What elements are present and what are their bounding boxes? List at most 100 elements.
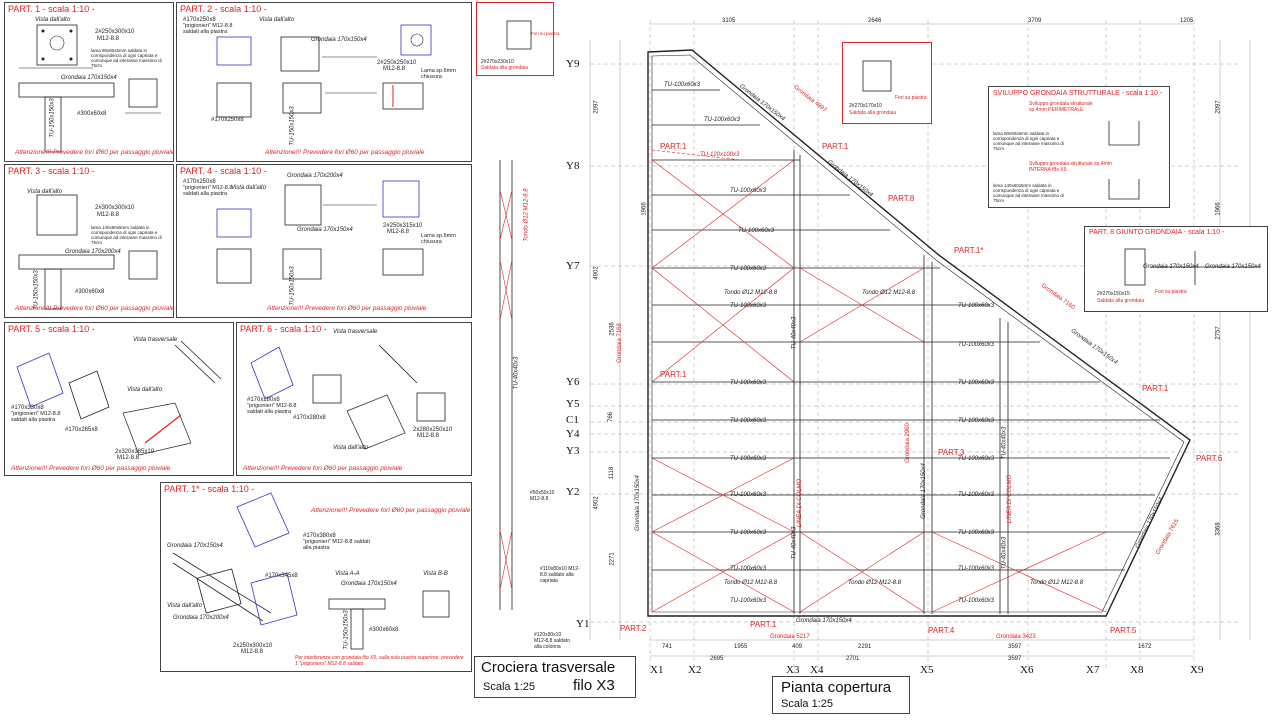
gutter-label: Grondaia 170x150x4	[920, 463, 927, 519]
grid-x9: X9	[1190, 664, 1204, 676]
warning-note: Attenzione!!! Prevedere fori Ø60 per pas…	[243, 465, 403, 472]
plate3-label: #170x250x8	[211, 117, 244, 123]
rod-label: Tondo Ø12 M12-8.8	[848, 580, 902, 586]
purlin-label: TU-100x60x3	[958, 342, 995, 348]
truss-label: TU-40x40x3	[1001, 536, 1008, 570]
top-detail-box: 2#270x230x10 Saldata alla grondaia Fori …	[476, 2, 560, 76]
plate2-label: #170x345x8	[265, 573, 298, 579]
warning-note: Attenzione!!! Prevedere fori Ø60 per pas…	[11, 465, 171, 472]
grid-y8: Y8	[566, 160, 580, 172]
grid-x2: X2	[688, 664, 702, 676]
plan-part-label: PART.1	[822, 142, 849, 151]
bottom-dim-6: 1672	[1138, 644, 1152, 650]
grid-c1: C1	[566, 414, 579, 426]
view-label: Vista dall'alto	[231, 185, 267, 191]
chiusura-label: Lama sp.6mm chiusura	[421, 68, 456, 80]
left-dim-5: 766	[608, 411, 615, 423]
sviluppo-note2: lama 140x60x5mm saldata in corrispondenz…	[993, 183, 1064, 203]
view-label: Vista trasversale	[333, 329, 378, 335]
plan-part-label: PART.4	[928, 626, 955, 635]
sviluppo-note1: lama 90x60x5mm saldata in corrispondenza…	[993, 131, 1064, 151]
part-8-holes: Fori su piastra	[1155, 289, 1187, 295]
gutter-label: Grondaia 170x200x4	[287, 173, 343, 179]
top-dim-3: 3709	[1028, 18, 1042, 24]
part-8-sketch	[1124, 248, 1261, 286]
left-dim-8: 2271	[609, 552, 616, 566]
grid-y5: Y5	[566, 398, 580, 410]
purlin-label: TU-100x60x3	[730, 188, 767, 194]
bottom-dim2-3: 3597	[1008, 656, 1022, 662]
purlin-label: TU-100x60x3	[730, 530, 767, 536]
left-dim-2: 1966	[641, 202, 648, 216]
bottom-dim-3: 409	[792, 644, 803, 650]
plate-label: #170x250x8	[183, 179, 216, 185]
column-label: TU-150x150x3	[49, 98, 56, 138]
purlin-label: TU-100x60x3	[730, 380, 767, 386]
view-label: Vista trasversale	[133, 337, 178, 343]
part-8-box: PART. 8 GIUNTO GRONDAIA - scala 1:10 - G…	[1084, 226, 1268, 312]
bottom-dim-5: 3597	[1008, 644, 1022, 650]
grondaia-length: Grondaia 7168	[616, 323, 623, 363]
column-label: TU-150x150x3	[289, 106, 296, 146]
crociera-scale: Scala 1:25	[483, 681, 535, 693]
crociera-drawing	[499, 160, 513, 610]
gutter3-label: Grondaia 170x150x4	[341, 581, 397, 587]
left-dim-6: 1118	[609, 466, 616, 480]
note-label: lama 90x80x5mm saldata in corrispondenza…	[91, 48, 162, 68]
plan-part-label: PART.1	[660, 142, 687, 151]
panel-part-1: PART. 1 - scala 1:10 - Vista dall'alto 2…	[4, 2, 174, 162]
note-label: lama 140x60x5mm saldata in corrispondenz…	[91, 225, 162, 245]
bolts-label: M12-8.8	[97, 36, 120, 42]
bolts-label: M12-8.8	[97, 212, 120, 218]
linea-label: LINEA DI COLMO	[1007, 474, 1014, 524]
purlin-red-label: TU-120x100x3	[700, 152, 740, 158]
gutter-label: Grondaia 170x150x4	[167, 543, 223, 549]
pianta-scale: Scala 1:25	[781, 698, 833, 710]
sviluppo-title: SVILUPPO GRONDAIA STRUTTURALE - scala 1:…	[993, 90, 1163, 97]
plate2-label: #170x265x8	[65, 427, 98, 433]
view-label: Vista dall'alto	[259, 17, 295, 23]
panel-title: PART. 2 - scala 1:10 -	[180, 4, 267, 14]
mid-detail-plate: 2#270x170x10	[849, 103, 882, 109]
sviluppo-sub1: Sviluppo grondaia strutturale sp.4mm PER…	[1029, 101, 1093, 113]
bolts-label: M12-8.8	[387, 229, 410, 235]
view-label: Vista dall'alto	[35, 17, 71, 23]
rod-label: Tondo Ø12 M12-8.8	[862, 290, 916, 296]
warning-note: Attenzione!!! Prevedere fori Ø60 per pas…	[15, 149, 175, 156]
purlin-label: TU-100x60x3	[958, 492, 995, 498]
grid-y3: Y3	[566, 445, 580, 457]
part-8-gutter: Grondaia 170x150x4	[1205, 264, 1261, 270]
view2-label: Vista dall'alto	[333, 445, 369, 451]
grondaia-length: Grondaia 3423	[996, 634, 1036, 640]
purlin-label: TU-100x60x3	[958, 566, 995, 572]
pianta-title-box: Pianta copertura Scala 1:25	[772, 676, 910, 714]
crociera-rod-label: Tondo Ø12 M12-8.8	[523, 188, 530, 242]
plan-part-label: PART.1	[660, 370, 687, 379]
crociera-title-box: Crociera trasversale Scala 1:25 filo X3	[474, 656, 636, 698]
right-dim-1: 2097	[1215, 100, 1222, 114]
plan-part-label: PART.1	[1142, 384, 1169, 393]
base-label: #300x60x8	[77, 111, 107, 117]
mid-detail-box: 2#270x170x10 Saldata alla grondaia Fori …	[842, 42, 932, 124]
left-dim-1: 2097	[593, 100, 600, 114]
sviluppo-box: SVILUPPO GRONDAIA STRUTTURALE - scala 1:…	[988, 86, 1170, 208]
panel-title: PART. 1* - scala 1:10 -	[164, 484, 255, 494]
grid-x5: X5	[920, 664, 934, 676]
purlin-label: TU-100x60x3	[730, 492, 767, 498]
bottom-dim2-2: 2701	[846, 656, 860, 662]
plate3-label: 2x250x300x10	[233, 643, 273, 649]
column-label: TU-150x150x3	[289, 266, 296, 306]
plate-label: 2#300x300x10	[95, 205, 135, 211]
sviluppo-sub2: Sviluppo grondaia strutturale sp.4mm INT…	[1029, 161, 1112, 173]
part-5-sketch	[16, 340, 222, 456]
panel-title: PART. 1 - scala 1:10 -	[8, 4, 95, 14]
pins-label: "prigionieri" M12-8.8 saldati alla piast…	[11, 411, 61, 423]
panel-part-4: PART. 4 - scala 1:10 - #170x250x8 "prigi…	[176, 164, 472, 318]
mid-detail-sketch	[862, 60, 892, 92]
purlin-label: TU-100x60x3	[958, 418, 995, 424]
base-label: #300x60x8	[75, 289, 105, 295]
panel-part-3: PART. 3 - scala 1:10 - Vista dall'alto 2…	[4, 164, 174, 318]
purlin-label: TU-100x60x3	[664, 82, 701, 88]
plan-part-label: PART.8	[888, 194, 915, 203]
left-dim-3: 4902	[593, 266, 600, 280]
